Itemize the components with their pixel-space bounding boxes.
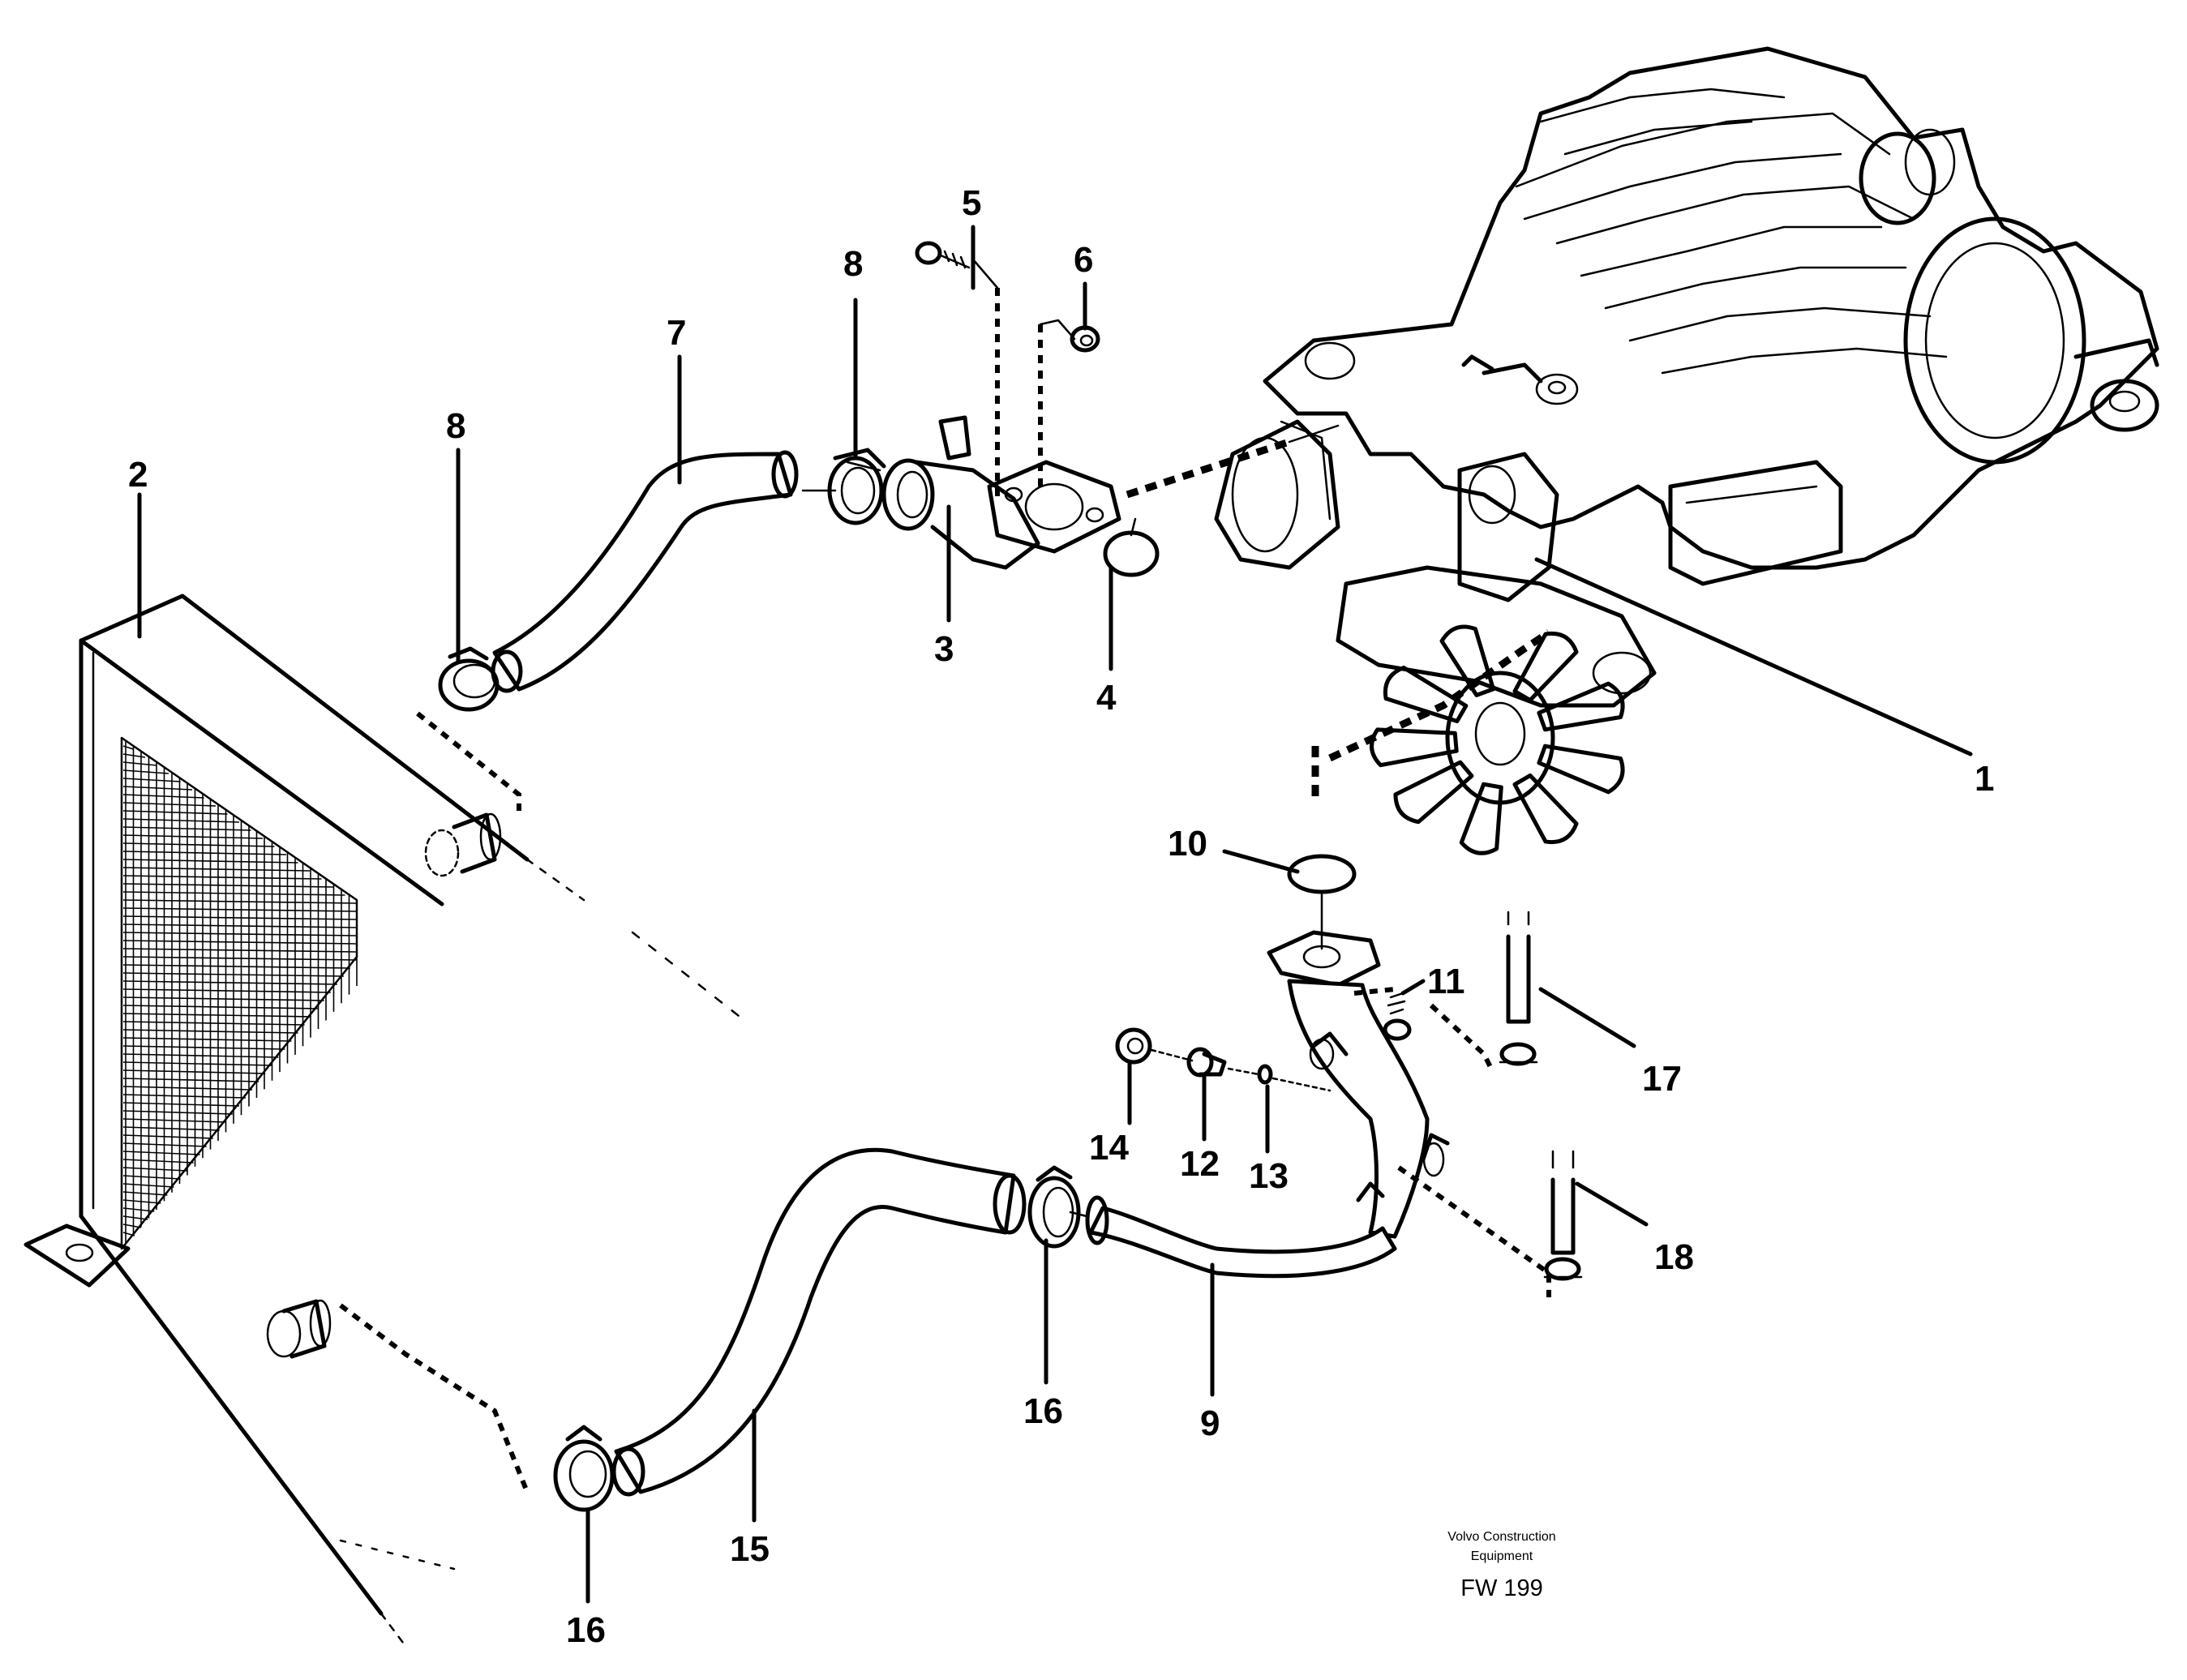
- hose-clamp-upper-right: [827, 448, 886, 525]
- fan: [1370, 624, 1625, 855]
- fan-blade: [1459, 782, 1503, 855]
- hose-clamp-upper-left: [438, 646, 500, 712]
- callout-11: 11: [1427, 962, 1465, 1001]
- lower-pipe: [1267, 930, 1450, 1239]
- nut-upper: [1070, 325, 1100, 353]
- fitting-union: [1186, 1047, 1227, 1078]
- callout-10: 10: [1168, 824, 1207, 864]
- radiator-core-mesh: [122, 740, 358, 1245]
- callout-14: 14: [1089, 1128, 1129, 1168]
- fan-blade: [1393, 760, 1474, 825]
- seal-ring-lower: [1287, 854, 1357, 894]
- company-name-line1: Volvo Construction: [1447, 1530, 1555, 1544]
- drawing-footer: Volvo Construction Equipment FW 199: [1447, 1530, 1555, 1601]
- mounting-rod-lower: [1543, 1150, 1583, 1281]
- upper-hose: [491, 450, 799, 693]
- callout-labels: 1 2 3 4 5 6 7 8 8 9 10 11 12 13 14 15 16…: [128, 183, 1994, 1650]
- lower-hose-left: [614, 1147, 1016, 1494]
- fan-blade: [1439, 624, 1496, 697]
- fan-blade: [1370, 727, 1459, 768]
- callout-18: 18: [1654, 1237, 1694, 1277]
- callout-8-left: 8: [446, 406, 465, 446]
- hose-clamp-lower-left: [553, 1425, 615, 1512]
- fitting-nut: [1115, 1027, 1152, 1065]
- engine: [1214, 46, 2159, 855]
- callout-17: 17: [1642, 1059, 1682, 1099]
- assembly-guide-lines: [339, 258, 1551, 1494]
- callout-8-right: 8: [843, 244, 863, 284]
- fan-blade: [1537, 744, 1625, 795]
- hose-clamp-lower-middle: [1027, 1165, 1081, 1249]
- drawing-code: FW 199: [1460, 1575, 1543, 1601]
- callout-1: 1: [1975, 759, 1994, 799]
- callout-7: 7: [667, 313, 686, 353]
- fan-blade: [1512, 631, 1579, 703]
- callout-12: 12: [1180, 1144, 1220, 1184]
- radiator: [24, 594, 748, 1648]
- mounting-rod-upper: [1499, 911, 1538, 1066]
- seal-ring-upper: [1103, 530, 1160, 577]
- callout-15: 15: [730, 1529, 770, 1569]
- lower-hose-right: [1088, 1206, 1397, 1279]
- callout-6: 6: [1074, 240, 1093, 280]
- callout-13: 13: [1249, 1156, 1289, 1196]
- leader-lines: [137, 225, 1973, 1604]
- callout-4: 4: [1096, 678, 1117, 718]
- company-name-line2: Equipment: [1471, 1549, 1533, 1563]
- thermostat-housing: [881, 415, 1121, 570]
- callout-2: 2: [128, 455, 148, 495]
- bolt-with-washer: [1383, 992, 1412, 1041]
- fitting-washer: [1257, 1064, 1273, 1085]
- fan-blade: [1537, 681, 1625, 732]
- callout-5: 5: [962, 183, 981, 223]
- callout-3: 3: [934, 629, 954, 669]
- fan-blade: [1383, 665, 1469, 724]
- fan-blade: [1512, 773, 1579, 845]
- callout-16-middle: 16: [1023, 1391, 1063, 1431]
- callout-9: 9: [1200, 1404, 1220, 1443]
- callout-16-bottom: 16: [566, 1610, 606, 1650]
- screw-upper: [915, 241, 971, 269]
